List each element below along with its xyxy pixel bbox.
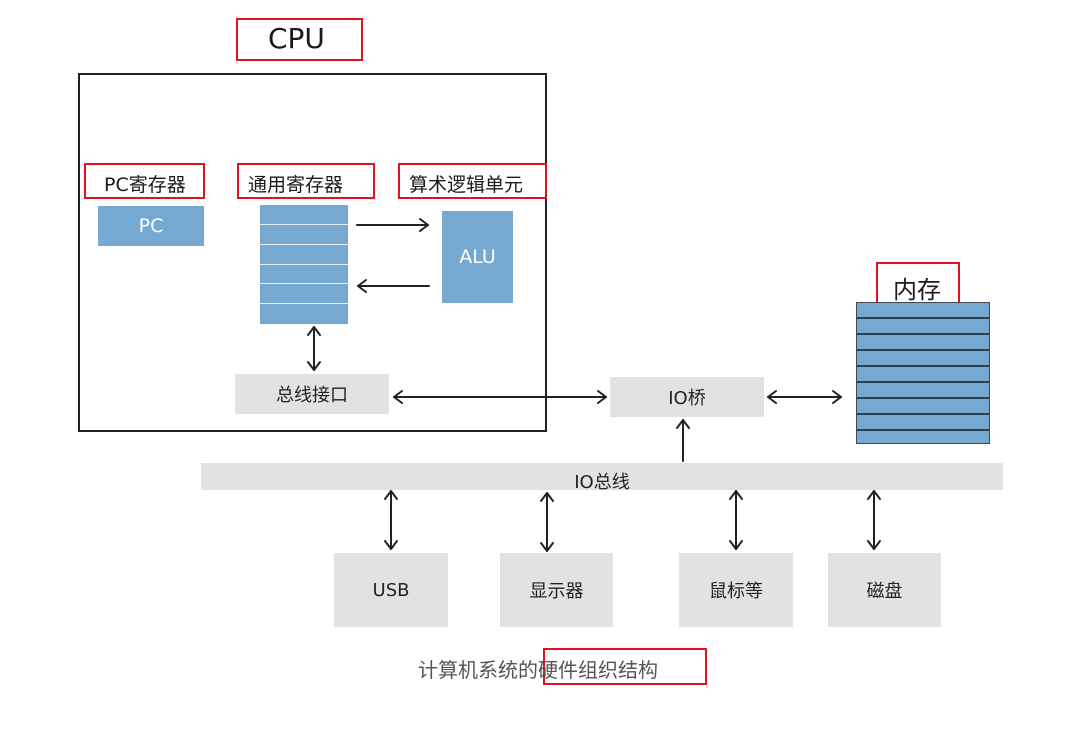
- memory-divider: [857, 429, 989, 431]
- register-divider: [260, 303, 348, 304]
- memory-divider: [857, 317, 989, 319]
- arrow-registers-bus-interface: [307, 326, 321, 371]
- memory-divider: [857, 381, 989, 383]
- general-registers-label-highlight: [237, 163, 375, 199]
- general-registers-label: 通用寄存器: [248, 174, 344, 196]
- arrow-io-bus-to-io-bridge: [676, 419, 690, 462]
- device-display-label: 显示器: [529, 581, 584, 602]
- pc-register-label-highlight: [84, 163, 205, 199]
- register-divider: [260, 224, 348, 225]
- bus-interface-box: 总线接口: [235, 374, 389, 414]
- alu-label: 算术逻辑单元: [409, 174, 524, 196]
- cpu-frame: [78, 73, 547, 432]
- bus-interface-label: 总线接口: [276, 385, 348, 406]
- alu-box-text: ALU: [459, 246, 496, 268]
- device-disk: 磁盘: [828, 553, 941, 627]
- alu-label-highlight: [398, 163, 547, 199]
- arrow-io-bus-usb: [384, 490, 398, 550]
- memory-divider: [857, 413, 989, 415]
- figure-caption: 计算机系统的硬件组织结构: [418, 654, 658, 683]
- general-registers-stack: [260, 205, 348, 324]
- memory-label: 内存: [893, 276, 941, 304]
- caption-prefix: 计算机系统的: [418, 658, 538, 682]
- memory-stack: [856, 302, 990, 444]
- pc-register-label: PC寄存器: [104, 174, 186, 196]
- register-divider: [260, 264, 348, 265]
- pc-box-text: PC: [138, 215, 164, 237]
- arrow-io-bus-disk: [867, 490, 881, 550]
- device-mouse-label: 鼠标等: [709, 581, 763, 602]
- register-divider: [260, 283, 348, 284]
- caption-highlight-text: 硬件组织结构: [538, 658, 658, 682]
- memory-divider: [857, 349, 989, 351]
- device-disk-label: 磁盘: [866, 581, 903, 602]
- memory-divider: [857, 365, 989, 367]
- alu-box: ALU: [442, 211, 513, 303]
- io-bus-bar: IO总线: [201, 463, 1003, 493]
- arrow-io-bus-display: [540, 492, 554, 552]
- memory-divider: [857, 333, 989, 335]
- arrow-bus-interface-io-bridge: [393, 390, 607, 404]
- memory-divider: [857, 397, 989, 399]
- arrow-io-bus-mouse: [729, 490, 743, 550]
- device-mouse: 鼠标等: [679, 553, 793, 627]
- cpu-title: CPU: [268, 22, 325, 55]
- device-usb-label: USB: [372, 579, 410, 601]
- pc-register-box: PC: [98, 206, 204, 246]
- arrow-alu-to-registers: [357, 279, 430, 293]
- arrow-io-bridge-memory: [767, 390, 842, 404]
- io-bus-label: IO总线: [574, 471, 630, 493]
- cpu-title-highlight: [236, 18, 363, 61]
- arrow-registers-to-alu: [356, 218, 429, 232]
- io-bridge-box: IO桥: [610, 377, 764, 417]
- io-bridge-label: IO桥: [668, 388, 706, 409]
- device-display: 显示器: [500, 553, 613, 627]
- register-divider: [260, 244, 348, 245]
- device-usb: USB: [334, 553, 448, 627]
- caption-highlight: [543, 648, 707, 685]
